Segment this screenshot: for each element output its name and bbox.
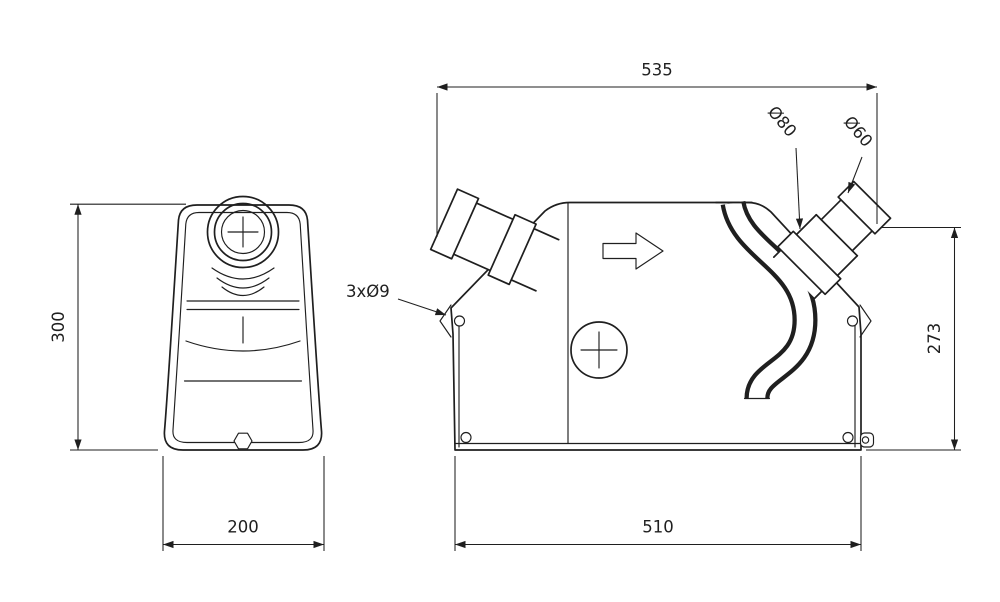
- right-lower-hole: [842, 431, 854, 444]
- dim-dia-60-label: Ø60: [840, 112, 876, 150]
- dimension-mounting-holes: 3xØ9: [346, 282, 447, 316]
- port-middle-circle: [213, 202, 273, 262]
- port-neck-arc-3: [221, 286, 265, 297]
- leader-line: [847, 156, 863, 194]
- left-lower-hole: [460, 431, 472, 444]
- dim-overall-width-label: 535: [641, 61, 673, 80]
- front-body-inner-outline: [172, 211, 314, 444]
- dimension-overall-width: 535: [436, 61, 878, 237]
- front-curved-seam: [185, 340, 301, 352]
- port-inner-circle: [220, 209, 266, 255]
- drain-tab-hole: [861, 436, 870, 444]
- leader-line: [795, 147, 804, 230]
- mounting-holes-label: 3xØ9: [346, 282, 390, 301]
- dimension-side-height: 273: [866, 226, 961, 451]
- right-upper-ear: [859, 304, 872, 338]
- riser-tube-bore: [724, 201, 814, 400]
- inspection-boss: [570, 321, 628, 379]
- dim-side-height-label: 273: [925, 323, 944, 355]
- drain-tab: [859, 432, 875, 448]
- mounting-flange-features: [439, 304, 875, 448]
- leader-line: [397, 298, 447, 316]
- dimension-front-height: 300: [49, 203, 186, 451]
- port-neck-arc-1: [211, 267, 275, 280]
- inlet-collar-mid: [487, 213, 537, 286]
- internal-riser-tube: [715, 200, 818, 400]
- inspection-crosshair: [580, 331, 618, 369]
- dimension-dia-60: Ø60: [840, 112, 876, 194]
- flow-direction-arrow: [602, 232, 664, 270]
- left-upper-ear: [439, 304, 452, 338]
- inlet-collar-end: [429, 188, 480, 260]
- outlet-collar-base: [776, 230, 842, 296]
- dimension-front-width: 200: [162, 456, 325, 551]
- front-view: [163, 195, 323, 451]
- dim-front-height-label: 300: [49, 311, 68, 343]
- right-upper-hole: [846, 315, 859, 327]
- top-port: [206, 195, 280, 297]
- left-upper-hole: [453, 315, 466, 327]
- side-view: [429, 180, 892, 451]
- front-body-outline: [163, 204, 323, 451]
- dim-front-width-label: 200: [227, 518, 259, 537]
- port-neck-arc-2: [216, 277, 270, 289]
- dim-dia-80-label: Ø80: [764, 102, 800, 140]
- port-crosshair: [227, 216, 259, 248]
- drain-plug-hexagon: [233, 432, 253, 450]
- inlet-hose-connector: [429, 188, 560, 292]
- outlet-pipe-step-face: [815, 213, 859, 257]
- dimension-base-width: 510: [454, 456, 862, 551]
- dim-base-width-label: 510: [642, 518, 674, 537]
- dimensions: 300 200 535 510 273: [49, 61, 961, 551]
- port-outer-circle: [206, 195, 280, 269]
- inspection-circle: [570, 321, 628, 379]
